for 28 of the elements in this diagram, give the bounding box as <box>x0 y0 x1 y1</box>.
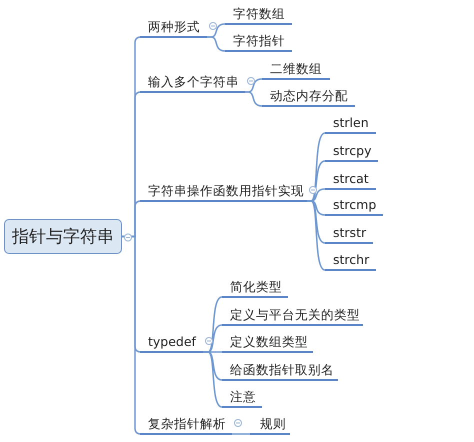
branch-line <box>245 91 262 107</box>
topic-label: 输入多个字符串 <box>140 73 245 93</box>
topic-label: strchr <box>325 251 376 271</box>
branch-line <box>232 433 250 435</box>
topic-label: strcmp <box>325 196 383 216</box>
topic-label: 字符串操作函数用指针实现 <box>140 182 307 202</box>
topic-label: 字符数组 <box>225 5 292 25</box>
branch-line <box>207 36 226 52</box>
topic-label: strcpy <box>325 142 378 162</box>
topic-label: 两种形式 <box>140 18 207 38</box>
topic-label: 注意 <box>222 388 262 408</box>
topic-label: 定义数组类型 <box>222 333 313 353</box>
topic-label: strlen <box>325 114 376 134</box>
topic-label: 定义与平台无关的类型 <box>222 306 363 326</box>
branch-line <box>203 351 222 408</box>
topic-label: 简化类型 <box>222 278 288 298</box>
branch-line <box>307 200 326 271</box>
topic-label: 二维数组 <box>262 60 330 80</box>
topic-label: 字符指针 <box>225 32 292 52</box>
topic-label: strcat <box>325 170 376 190</box>
topic-label: 给函数指针取别名 <box>222 361 338 381</box>
topic-label: 复杂指针解析 <box>140 415 232 435</box>
topic-label: 动态内存分配 <box>262 87 355 107</box>
topic-label: 规则 <box>250 415 290 435</box>
topic-label: strstr <box>325 224 373 244</box>
central-topic-box: 指针与字符串 <box>4 219 122 254</box>
branch-line <box>245 78 262 93</box>
topic-label: typedef <box>140 333 203 353</box>
